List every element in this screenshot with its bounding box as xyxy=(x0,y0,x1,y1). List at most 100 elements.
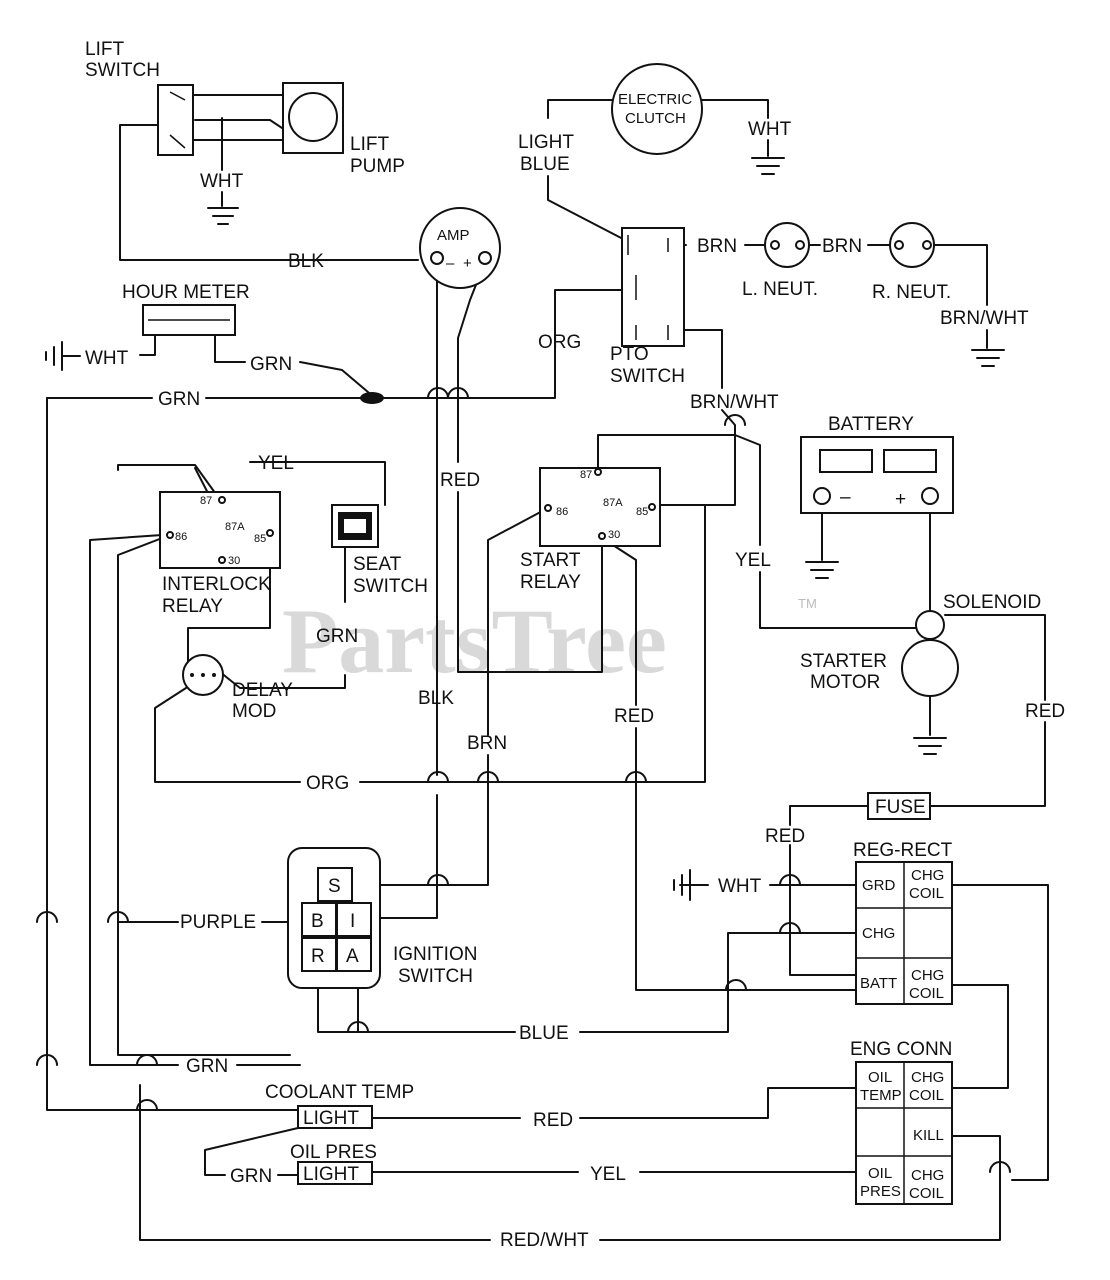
wire-label-red-wht: RED/WHT xyxy=(500,1230,589,1251)
wire-label-brn-3: BRN xyxy=(467,733,507,754)
oil-pres-light: OIL PRES LIGHT xyxy=(290,1142,377,1185)
coolant-temp-label: COOLANT TEMP xyxy=(265,1082,414,1103)
amp-label: AMP xyxy=(437,227,470,244)
eng-conn-chg-coil-1a: CHG xyxy=(911,1069,944,1086)
ignition-terminal-r: R xyxy=(311,946,325,967)
ignition-terminal-s: S xyxy=(328,876,341,897)
eng-conn-chg-coil-2b: COIL xyxy=(909,1185,944,1202)
start-pin-85: 85 xyxy=(636,506,648,518)
hour-meter: HOUR METER xyxy=(122,282,250,336)
r-neut-label: R. NEUT. xyxy=(872,282,951,303)
wire-label-light-blue-2: BLUE xyxy=(520,154,570,175)
solenoid: SOLENOID xyxy=(915,592,1041,640)
wire-label-red-3: RED xyxy=(614,706,654,727)
watermark-tm: TM xyxy=(798,596,817,611)
reg-rect-grd: GRD xyxy=(862,877,896,894)
wire-label-brn-2: BRN xyxy=(822,236,862,257)
ignition-terminal-b: B xyxy=(311,911,324,932)
eng-conn-label: ENG CONN xyxy=(850,1039,952,1060)
reg-rect-batt: BATT xyxy=(860,975,897,992)
oil-pres-light-label: LIGHT xyxy=(303,1164,359,1185)
battery: BATTERY – + xyxy=(800,414,954,514)
electric-clutch-label-1: ELECTRIC xyxy=(618,91,692,108)
reg-rect-chg-coil-1b: COIL xyxy=(909,885,944,902)
lift-switch: LIFT SWITCH xyxy=(85,39,194,156)
starter-motor-label-1: STARTER xyxy=(800,651,887,672)
wire-label-red-2: RED xyxy=(1025,701,1065,722)
wire-label-grn-4: GRN xyxy=(186,1056,228,1077)
delay-mod-label-2: MOD xyxy=(232,701,276,722)
lift-switch-label-1: LIFT xyxy=(85,39,124,60)
delay-mod-label-1: DELAY xyxy=(232,680,293,701)
splice-node xyxy=(360,392,384,404)
wire-label-red-5: RED xyxy=(533,1110,573,1131)
start-relay: 87 87A 86 85 30 START RELAY xyxy=(520,467,661,593)
oil-pres-label: OIL PRES xyxy=(290,1142,377,1163)
start-relay-label-1: START xyxy=(520,550,581,571)
pto-switch: PTO SWITCH xyxy=(610,227,685,387)
wire-label-grn-2: GRN xyxy=(158,389,200,410)
solenoid-label: SOLENOID xyxy=(943,592,1041,613)
eng-conn-oil-pres-2: PRES xyxy=(860,1183,901,1200)
reg-rect-chg-coil-2a: CHG xyxy=(911,967,944,984)
reg-rect-chg-coil-2b: COIL xyxy=(909,985,944,1002)
seat-switch-label-1: SEAT xyxy=(353,554,402,575)
eng-conn-oil-pres-1: OIL xyxy=(868,1165,892,1182)
wire-label-blk-1: BLK xyxy=(288,251,324,272)
interlock-relay-label-1: INTERLOCK xyxy=(162,574,271,595)
eng-conn-kill: KILL xyxy=(913,1127,944,1144)
wire-label-org-2: ORG xyxy=(306,773,349,794)
interlock-relay: 87 87A 86 85 30 INTERLOCK RELAY xyxy=(159,491,281,617)
wire-label-yel-1: YEL xyxy=(258,453,294,474)
pto-switch-label-1: PTO xyxy=(610,344,649,365)
wire-label-brn-wht-1: BRN/WHT xyxy=(690,392,779,413)
fuse-label: FUSE xyxy=(875,797,926,818)
interlock-pin-85: 85 xyxy=(254,533,266,545)
wire-label-blue: BLUE xyxy=(519,1023,569,1044)
eng-conn: ENG CONN OIL TEMP CHG COIL KILL OIL PRES… xyxy=(850,1039,953,1205)
l-neut-switch: L. NEUT. xyxy=(742,222,818,300)
battery-minus: – xyxy=(840,487,851,508)
wire-crossings xyxy=(36,387,1011,1173)
battery-plus: + xyxy=(895,489,906,510)
wire-label-grn-1: GRN xyxy=(250,354,292,375)
coolant-temp-light-label: LIGHT xyxy=(303,1108,359,1129)
start-pin-87: 87 xyxy=(580,469,592,481)
ground-symbols xyxy=(45,157,1005,901)
fuse: FUSE xyxy=(867,792,931,820)
lift-pump-label-2: PUMP xyxy=(350,156,405,177)
wire-label-grn-3: GRN xyxy=(316,626,358,647)
lift-pump-label-1: LIFT xyxy=(350,134,389,155)
starter-motor: STARTER MOTOR xyxy=(800,639,959,697)
start-relay-label-2: RELAY xyxy=(520,572,581,593)
reg-rect-chg-coil-1a: CHG xyxy=(911,867,944,884)
coolant-temp-light: COOLANT TEMP LIGHT xyxy=(265,1082,414,1129)
wire-label-yel-3: YEL xyxy=(590,1164,626,1185)
seat-switch: SEAT SWITCH xyxy=(331,504,428,597)
wire-label-wht-4: WHT xyxy=(718,876,762,897)
pto-switch-label-2: SWITCH xyxy=(610,366,685,387)
starter-motor-label-2: MOTOR xyxy=(810,672,880,693)
wire-label-wht-2: WHT xyxy=(748,119,792,140)
amp-plus: + xyxy=(463,255,472,272)
eng-conn-oil-temp-2: TEMP xyxy=(860,1087,902,1104)
seat-switch-label-2: SWITCH xyxy=(353,576,428,597)
wire-label-wht-1: WHT xyxy=(200,171,244,192)
amp-minus: – xyxy=(446,255,455,272)
wire-label-brn-wht-2: BRN/WHT xyxy=(940,308,1029,329)
interlock-pin-86: 86 xyxy=(175,531,187,543)
wire-label-red-4: RED xyxy=(765,826,805,847)
start-pin-86: 86 xyxy=(556,506,568,518)
wire-label-wht-3: WHT xyxy=(85,348,129,369)
wire-label-yel-2: YEL xyxy=(735,550,771,571)
wires xyxy=(46,94,1049,1241)
wire-label-light-blue-1: LIGHT xyxy=(518,132,574,153)
ignition-switch: S B I R A IGNITION SWITCH xyxy=(287,847,477,989)
interlock-relay-label-2: RELAY xyxy=(162,596,223,617)
start-pin-87a: 87A xyxy=(603,497,623,509)
lift-switch-label-2: SWITCH xyxy=(85,60,160,81)
l-neut-label: L. NEUT. xyxy=(742,279,818,300)
reg-rect: REG-RECT GRD CHG COIL CHG BATT CHG COIL xyxy=(853,840,953,1005)
eng-conn-oil-temp-1: OIL xyxy=(868,1069,892,1086)
